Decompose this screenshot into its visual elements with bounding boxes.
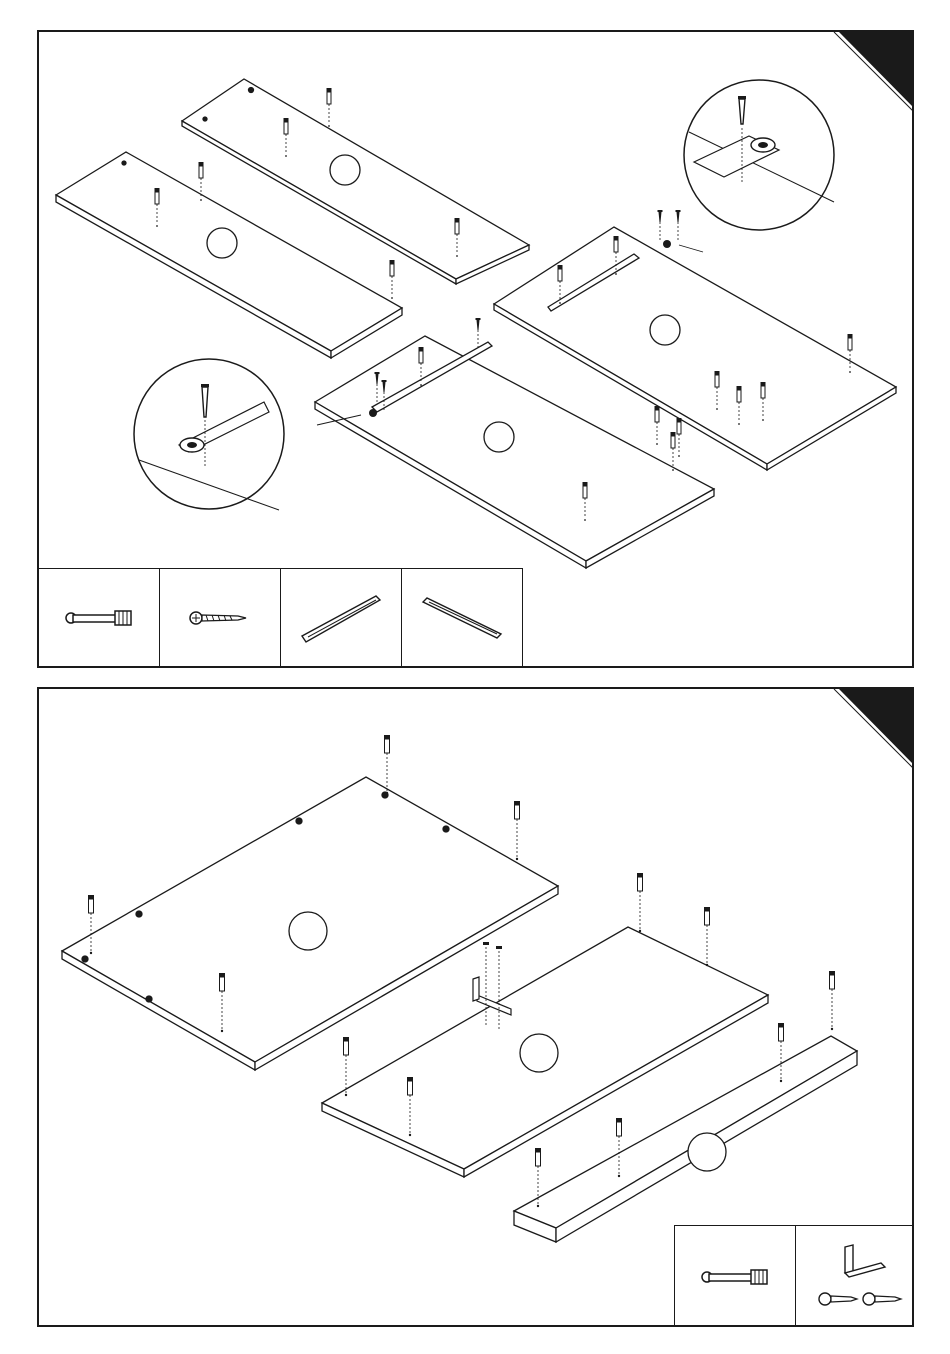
step-1-parts-list (39, 568, 523, 667)
part-drawer-runner-left (281, 569, 402, 667)
screw-icon (180, 603, 260, 633)
cam-bolt-icon (59, 603, 139, 633)
detail-zoom-runner-back (684, 80, 834, 230)
part-cam-bolt (675, 1226, 796, 1327)
drawer-runner-icon (296, 588, 386, 648)
part-cam-bolt (39, 569, 160, 667)
step-2-parts-list (674, 1225, 914, 1327)
step-corner-marker (839, 689, 914, 767)
detail-zoom-runner-front (134, 359, 284, 510)
part-drawer-runner-right (402, 569, 523, 667)
step-2-panel (37, 687, 914, 1327)
drawer-runner-icon (417, 588, 507, 648)
step-corner-marker (839, 32, 914, 110)
part-screw (160, 569, 281, 667)
part-angle-bracket-with-screws (796, 1226, 914, 1327)
step-1-panel (37, 30, 914, 668)
bracket-screws-icon (807, 1237, 907, 1317)
cam-bolt-icon (695, 1262, 775, 1292)
